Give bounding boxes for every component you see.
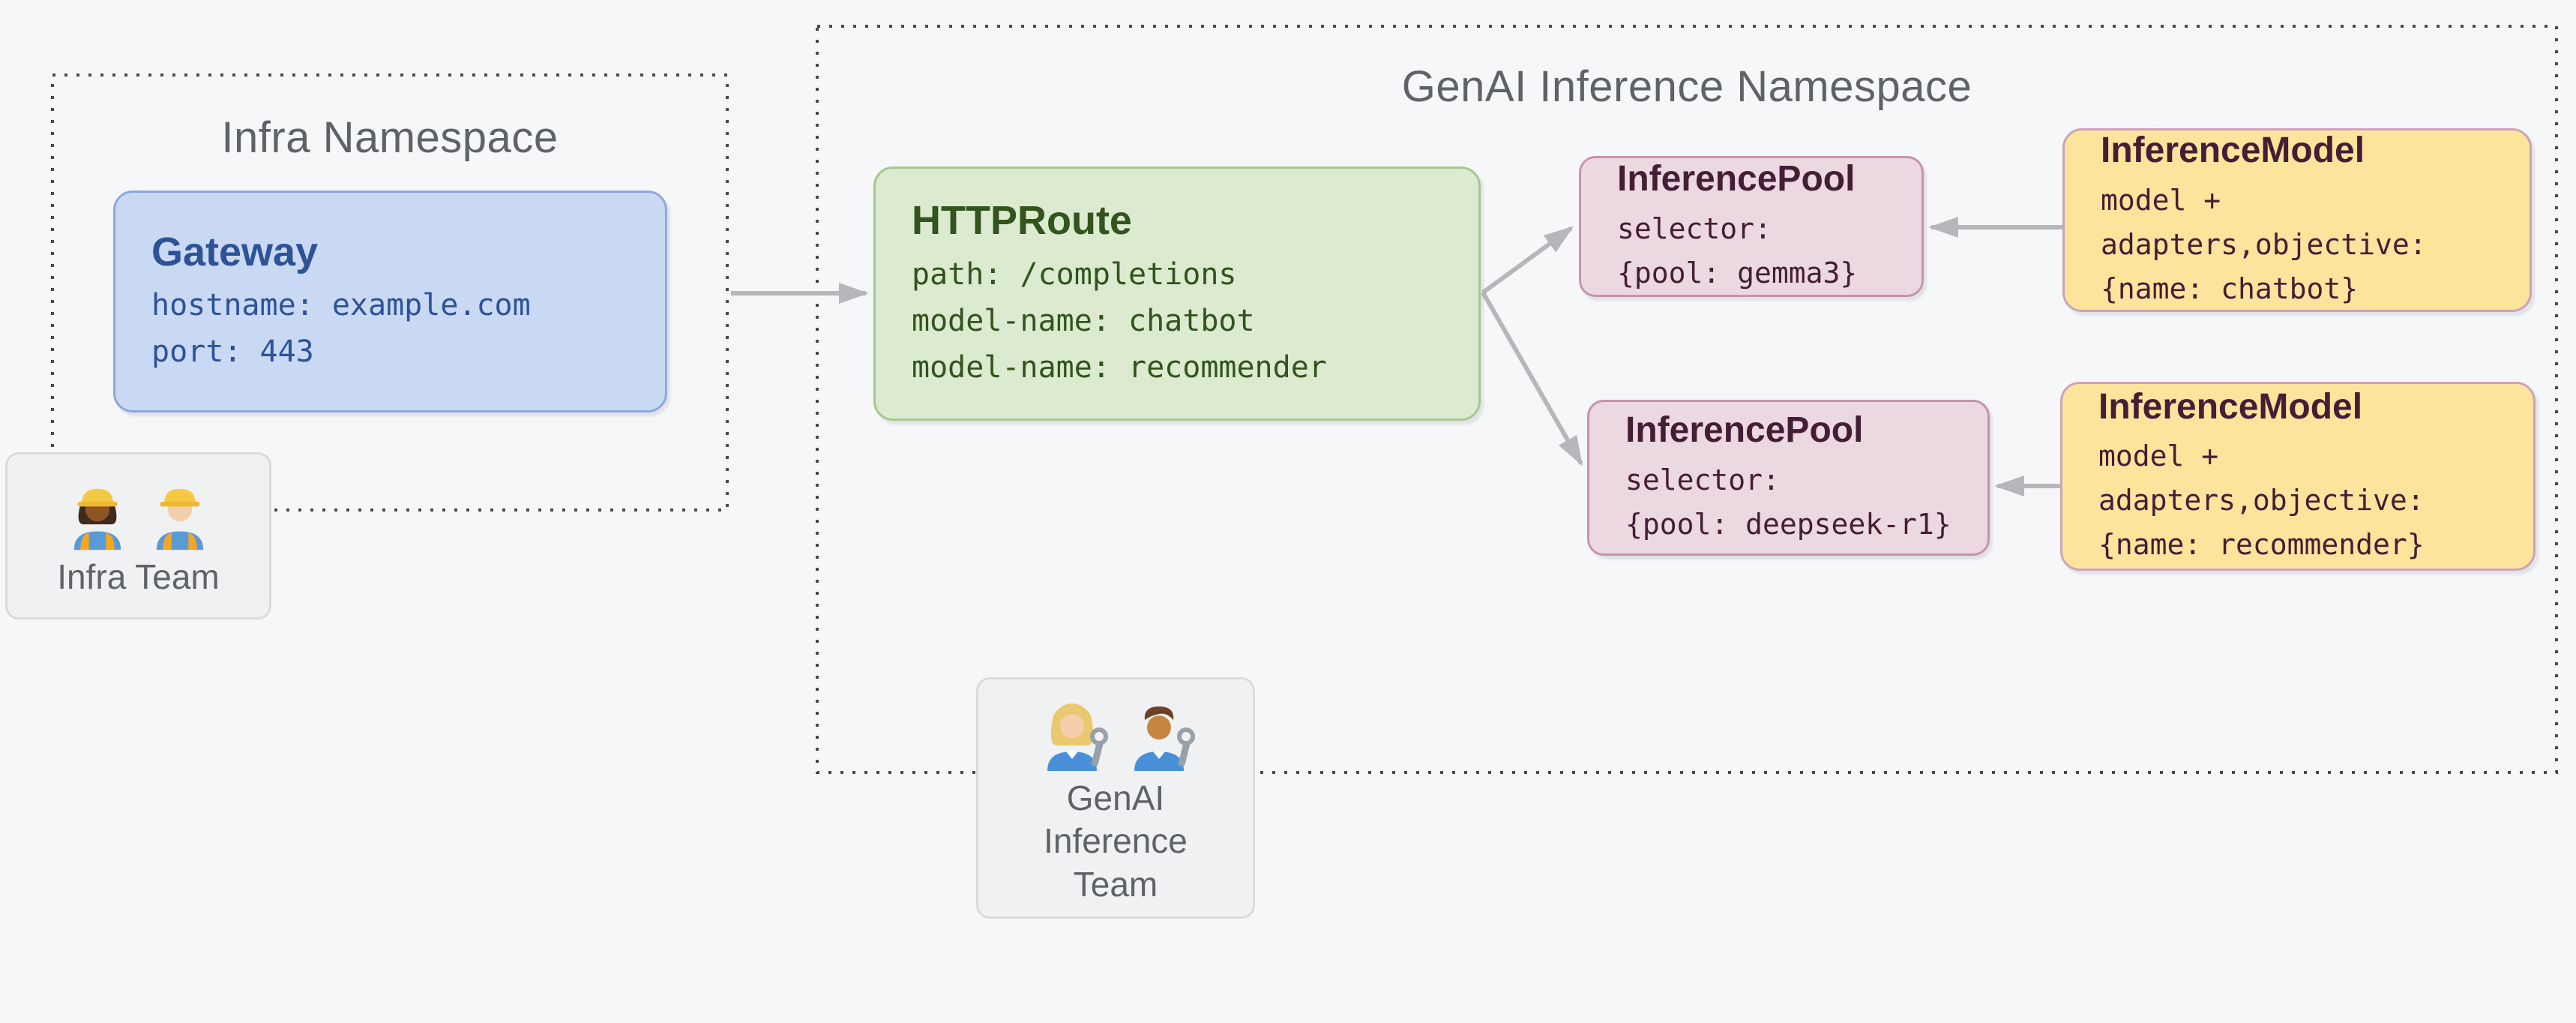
genai-team-card: GenAI Inference Team xyxy=(976,677,1255,919)
arrow-httproute-to-pool1 xyxy=(1481,226,1574,295)
httproute-model-recommender: model-name: recommender xyxy=(912,350,1327,385)
infra-team-card: Infra Team xyxy=(5,452,271,620)
genai-namespace-border xyxy=(816,25,2558,774)
infra-team-icons xyxy=(58,473,219,551)
inference-pool-title: InferencePool xyxy=(1617,159,1856,200)
inference-model-line: model + xyxy=(2101,183,2221,217)
arrow-httproute-to-pool2 xyxy=(1481,291,1583,466)
inference-pool-deepseek-node: InferencePool selector: {pool: deepseek-… xyxy=(1587,400,1990,556)
inference-model-line: model + xyxy=(2098,440,2219,473)
httproute-title: HTTPRoute xyxy=(912,198,1132,244)
inference-model-title: InferenceModel xyxy=(2101,130,2365,171)
infra-namespace-border xyxy=(51,74,729,512)
inference-model-line: adapters,objective: xyxy=(2101,227,2427,261)
inference-model-chatbot-node: InferenceModel model + adapters,objectiv… xyxy=(2062,128,2532,312)
inference-model-name: {name: recommender} xyxy=(2098,528,2425,562)
inference-pool-selector: selector: xyxy=(1625,463,1780,496)
man-mechanic-icon xyxy=(1134,706,1195,771)
gateway-hostname: hostname: example.com xyxy=(151,288,531,323)
genai-namespace-title: GenAI Inference Namespace xyxy=(1401,62,1972,111)
inference-pool-selector: selector: xyxy=(1617,212,1772,245)
httproute-path: path: /completions xyxy=(912,256,1237,292)
infra-namespace-title: Infra Namespace xyxy=(221,113,559,162)
inference-model-recommender-node: InferenceModel model + adapters,objectiv… xyxy=(2060,382,2536,571)
genai-team-label: GenAI Inference Team xyxy=(1044,778,1188,904)
httproute-model-chatbot: model-name: chatbot xyxy=(912,303,1255,338)
inference-pool-gemma3-node: InferencePool selector: {pool: gemma3} xyxy=(1579,156,1924,297)
inference-model-title: InferenceModel xyxy=(2098,386,2363,427)
inference-pool-selector-value: {pool: deepseek-r1} xyxy=(1625,507,1951,541)
httproute-node: HTTPRoute path: /completions model-name:… xyxy=(873,166,1481,421)
woman-mechanic-icon xyxy=(1047,703,1108,771)
inference-pool-title: InferencePool xyxy=(1625,410,1864,451)
gateway-node: Gateway hostname: example.com port: 443 xyxy=(113,190,667,412)
genai-team-icons xyxy=(1031,690,1200,772)
gateway-port: port: 443 xyxy=(151,334,314,370)
woman-construction-worker-icon xyxy=(73,488,121,550)
inference-pool-selector-value: {pool: gemma3} xyxy=(1617,256,1858,290)
inference-model-name: {name: chatbot} xyxy=(2101,272,2359,305)
man-construction-worker-icon xyxy=(156,488,203,550)
gateway-title: Gateway xyxy=(151,229,319,274)
infra-team-label: Infra Team xyxy=(57,556,220,596)
inference-model-line: adapters,objective: xyxy=(2098,484,2425,518)
